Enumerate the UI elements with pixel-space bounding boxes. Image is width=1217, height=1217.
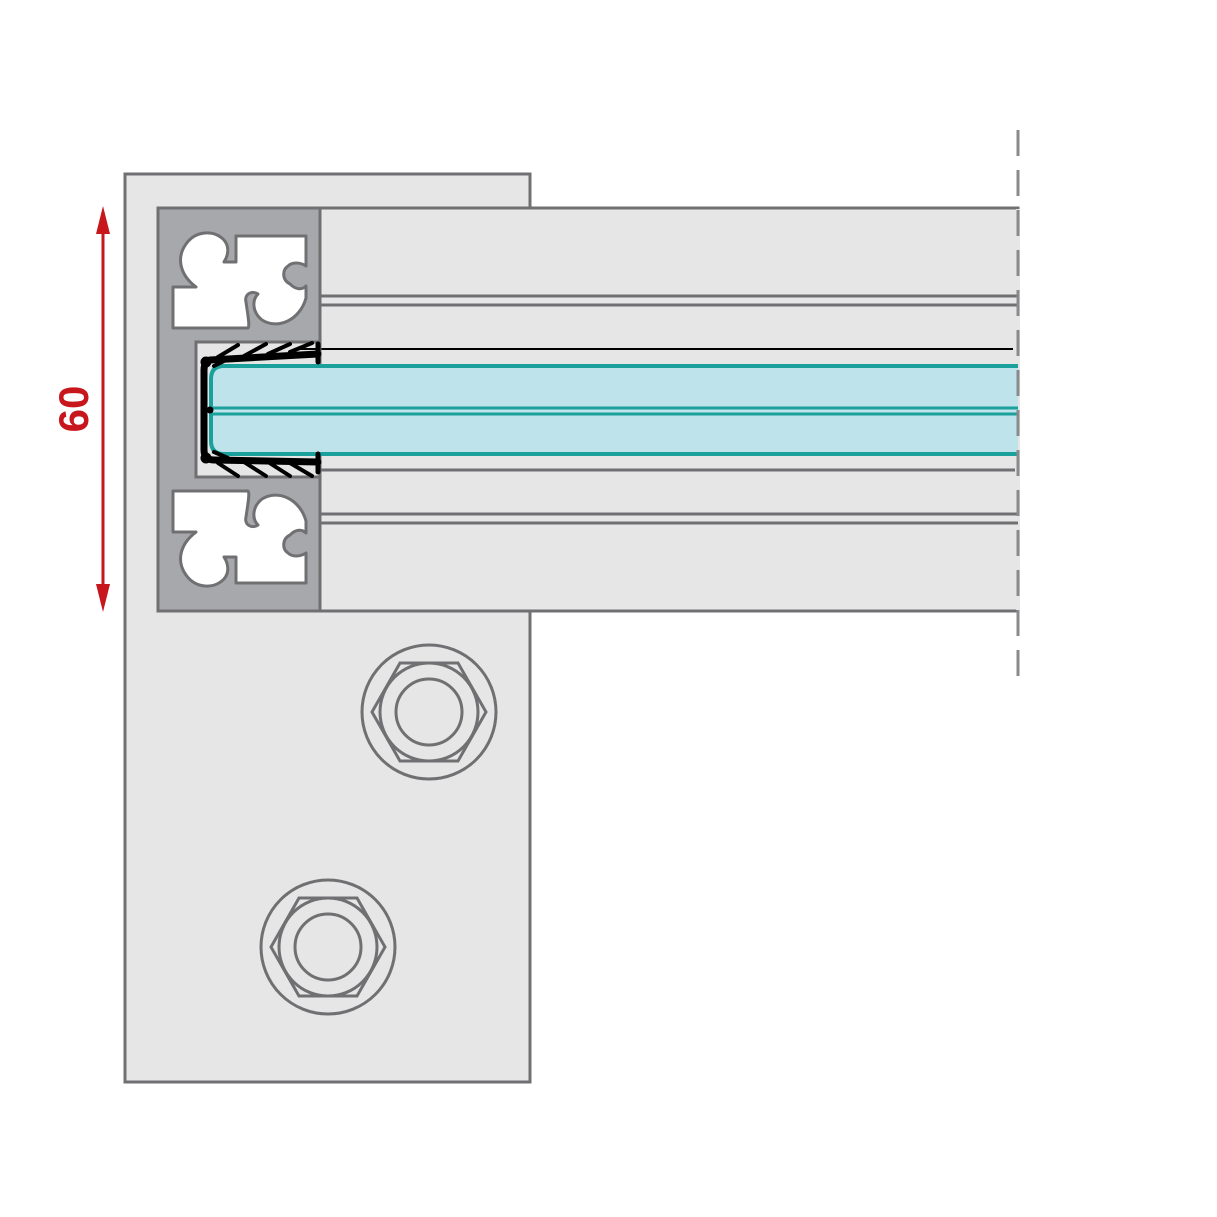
hex-bolt-icon [360,643,498,781]
glass-pane [209,364,1018,456]
gasket-seal [200,341,322,478]
dimension-label: 60 [50,386,97,433]
end-profile-section [156,206,322,613]
t-slot-upper [171,231,308,330]
t-slot-lower [171,489,308,588]
hex-bolt-icon [259,878,397,1016]
profile-groove-lines [320,294,1018,525]
dimension-arrow [96,206,110,612]
